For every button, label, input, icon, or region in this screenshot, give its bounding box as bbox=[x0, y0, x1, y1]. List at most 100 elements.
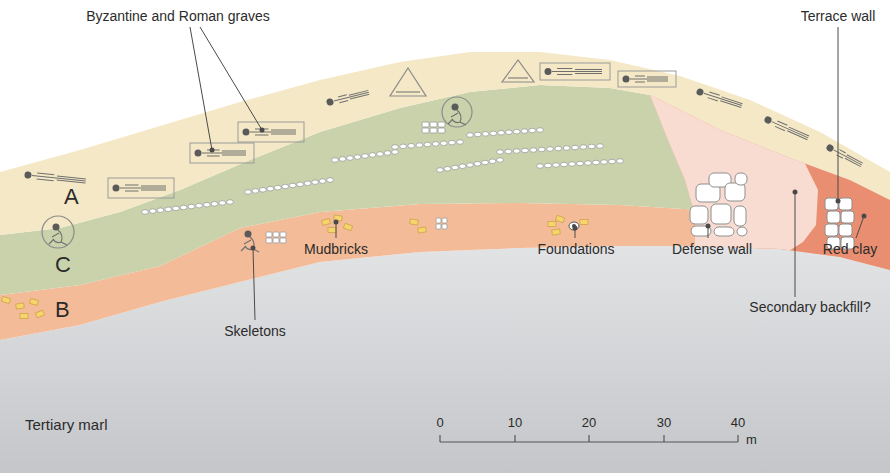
stone-block bbox=[280, 232, 286, 237]
layer-name: Tertiary marl bbox=[25, 416, 108, 433]
stone bbox=[424, 142, 431, 147]
defense-wall-stone bbox=[690, 206, 708, 224]
skull bbox=[545, 68, 552, 75]
stone bbox=[369, 153, 376, 158]
foundation-stone bbox=[569, 222, 579, 230]
stone bbox=[289, 183, 296, 188]
tile-grave bbox=[390, 68, 426, 96]
stone bbox=[545, 163, 552, 168]
stone bbox=[569, 162, 576, 167]
stone bbox=[585, 161, 592, 166]
skeleton bbox=[696, 88, 743, 109]
part-label: Skeletons bbox=[224, 323, 285, 339]
defense-wall-stone bbox=[711, 204, 731, 224]
layer-letter: C bbox=[55, 252, 71, 277]
leader-line bbox=[200, 27, 262, 130]
caption-label: Byzantine and Roman graves bbox=[86, 8, 270, 24]
stone-block bbox=[273, 232, 279, 237]
skull bbox=[763, 115, 772, 124]
stone bbox=[482, 160, 489, 165]
layer-letter: B bbox=[55, 297, 70, 322]
stone bbox=[282, 184, 289, 189]
stone bbox=[497, 150, 504, 155]
stone bbox=[252, 189, 259, 194]
crouched-skeleton bbox=[241, 231, 259, 253]
bones bbox=[703, 90, 743, 108]
stone bbox=[577, 161, 584, 166]
stone bbox=[408, 143, 415, 148]
stone bbox=[572, 145, 579, 150]
grave-cist bbox=[540, 63, 610, 80]
stone bbox=[437, 168, 444, 173]
stone bbox=[467, 163, 474, 168]
bones bbox=[49, 230, 67, 245]
stone bbox=[490, 131, 497, 136]
bones bbox=[333, 89, 369, 104]
leader-dot bbox=[334, 220, 339, 225]
bones bbox=[396, 92, 420, 93]
stone-block bbox=[436, 224, 441, 229]
bones bbox=[202, 150, 246, 156]
stone bbox=[267, 186, 274, 191]
leader-dot bbox=[210, 148, 215, 153]
leader-line bbox=[795, 192, 796, 297]
stone-block bbox=[280, 238, 286, 243]
stone-block bbox=[422, 128, 429, 133]
stone bbox=[530, 148, 537, 153]
backfill-fill bbox=[650, 95, 818, 250]
mudbrick bbox=[328, 228, 336, 233]
stone bbox=[609, 159, 616, 164]
stone bbox=[593, 160, 600, 165]
skull bbox=[696, 88, 705, 97]
grave-cist bbox=[190, 143, 254, 163]
defense-wall-stone bbox=[735, 173, 747, 185]
stone bbox=[597, 144, 604, 149]
stone bbox=[482, 132, 489, 137]
scale-unit: m bbox=[746, 433, 757, 448]
stone bbox=[553, 163, 560, 168]
stone-block bbox=[266, 232, 272, 237]
skeleton bbox=[623, 76, 669, 83]
scale-number: 10 bbox=[508, 416, 522, 431]
stone bbox=[274, 185, 281, 190]
scale-number: 40 bbox=[731, 416, 745, 431]
stone bbox=[505, 130, 512, 135]
stone bbox=[416, 143, 423, 148]
leader-dot bbox=[706, 224, 711, 229]
skeleton bbox=[113, 185, 167, 192]
leader-dot bbox=[251, 246, 256, 251]
scale-number: 0 bbox=[436, 416, 443, 431]
skeleton bbox=[24, 171, 86, 184]
stone bbox=[362, 154, 369, 159]
terrace-wall-stone bbox=[827, 211, 840, 223]
tile-grave bbox=[502, 60, 534, 82]
stone bbox=[498, 130, 505, 135]
stone-block bbox=[442, 218, 447, 223]
mudbrick bbox=[35, 310, 44, 317]
skull bbox=[24, 171, 32, 179]
part-label: Terrace wall bbox=[801, 8, 876, 24]
stone bbox=[505, 149, 512, 154]
stone bbox=[440, 141, 447, 146]
mudbrick bbox=[321, 219, 330, 226]
scale-number: 30 bbox=[657, 416, 671, 431]
part-label: Defense wall bbox=[672, 241, 752, 257]
skull bbox=[245, 231, 252, 238]
stone bbox=[173, 206, 180, 211]
stone bbox=[497, 158, 504, 163]
skeleton bbox=[195, 150, 247, 157]
skull bbox=[53, 224, 60, 231]
stone bbox=[467, 133, 474, 138]
stone bbox=[513, 129, 520, 134]
stone bbox=[474, 132, 481, 137]
layer-letter: A bbox=[64, 184, 79, 209]
skull bbox=[623, 76, 630, 83]
stone-block bbox=[438, 128, 445, 133]
skeleton bbox=[825, 143, 863, 168]
stone-block bbox=[266, 238, 272, 243]
leader-dot bbox=[573, 226, 578, 231]
stone bbox=[444, 166, 451, 171]
leader-dot bbox=[260, 128, 265, 133]
